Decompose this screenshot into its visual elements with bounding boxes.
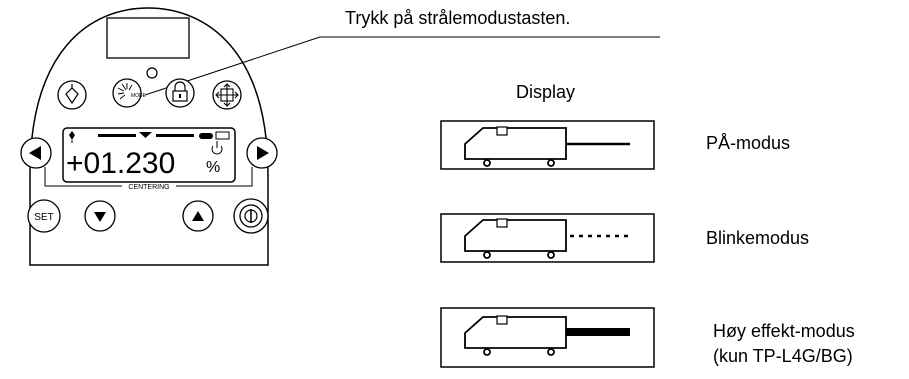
- lcd-bar-right: [156, 134, 194, 137]
- lcd-plumb-icon: [69, 131, 75, 140]
- right-arrow-key[interactable]: [246, 137, 278, 169]
- mode-sublabel-high: (kun TP-L4G/BG): [713, 346, 853, 366]
- display-box-blink: [440, 213, 655, 263]
- display-box-on: [440, 120, 655, 170]
- lcd-level-marker: [139, 132, 152, 138]
- set-key[interactable]: SET: [27, 199, 61, 233]
- right-arrow-icon: [257, 146, 269, 160]
- lcd-content: +01.230 %: [66, 131, 230, 180]
- power-icon: [211, 141, 223, 155]
- down-arrow-icon: [94, 212, 106, 222]
- battery-icon: [215, 131, 230, 140]
- mode-key[interactable]: MODE: [112, 78, 147, 108]
- up-key[interactable]: [182, 200, 214, 232]
- laser-van-icon: [464, 218, 567, 259]
- cross-arrows-icon: [215, 83, 239, 107]
- lcd-unit: %: [206, 159, 220, 176]
- power-key[interactable]: [233, 198, 269, 234]
- mode-label-high: Høy effekt-modus: [713, 321, 855, 341]
- callout-text: Trykk på strålemodustasten.: [345, 8, 571, 28]
- display-heading: Display: [516, 82, 576, 102]
- lock-icon: [172, 81, 188, 102]
- mode-label-blink: Blinkemodus: [706, 228, 810, 248]
- lcd-oval-icon: [199, 133, 213, 139]
- up-arrow-icon: [192, 211, 204, 221]
- left-arrow-key[interactable]: [20, 137, 52, 169]
- display-box-high: [440, 307, 655, 368]
- top-window: [106, 17, 190, 59]
- set-key-label: SET: [34, 212, 53, 223]
- down-key[interactable]: [84, 200, 116, 232]
- plumb-bob-icon: [65, 84, 79, 105]
- beam-burst-icon: [117, 83, 133, 100]
- indicator-led: [146, 67, 158, 79]
- left-arrow-icon: [29, 146, 41, 160]
- plumb-key[interactable]: [57, 80, 87, 110]
- centering-bracket: [44, 167, 253, 187]
- arrow-key[interactable]: [212, 80, 242, 110]
- lcd-frame: [62, 127, 236, 183]
- lock-key[interactable]: [165, 78, 195, 108]
- mode-key-label: MODE: [131, 93, 147, 99]
- mode-label-on: PÅ-modus: [706, 133, 791, 153]
- centering-label: CENTERING: [128, 184, 169, 191]
- lcd-value: +01.230: [66, 147, 175, 180]
- lcd-bar-left: [98, 134, 136, 137]
